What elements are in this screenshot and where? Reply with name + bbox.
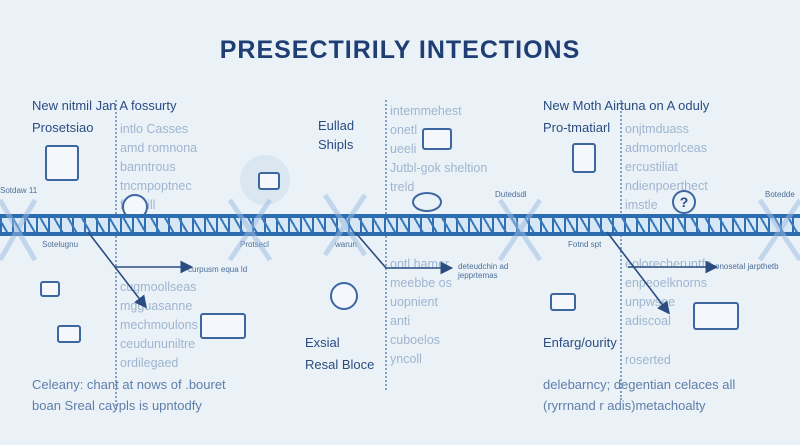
band-label: warun (335, 240, 357, 249)
arrow (354, 231, 454, 275)
edge-label: Dutedsdl (495, 190, 527, 199)
arrow (87, 231, 147, 309)
center-subheading: Shipls (318, 137, 354, 152)
report-icon (572, 143, 596, 173)
question-icon: ? (672, 190, 696, 214)
right-lower-heading: Enfarg/ourity (543, 335, 617, 350)
left-heading: New nitmil Jan A fossurty (32, 98, 177, 113)
band-label: Fotnd spt (568, 240, 602, 249)
left-subheading: Prosetsiao (32, 120, 94, 135)
cycle-icon (412, 192, 442, 212)
right-body-line: delebarncy; degentian celaces all (543, 377, 736, 392)
laptop-icon (422, 128, 452, 150)
right-subheading: Pro-tmatiarl (543, 120, 611, 135)
center-lower-subheading: Resal Bloce (305, 357, 375, 372)
arrow-label: onosetal jarpthetb (715, 262, 779, 271)
timeline-band (0, 214, 800, 236)
divider (115, 100, 117, 410)
left-faded-list: intlo Casses amd romnona banntrous tncmp… (120, 122, 198, 212)
document-icon (40, 281, 60, 297)
book-icon (45, 145, 79, 181)
edge-label: Sotdaw 11 (0, 186, 38, 195)
right-faded-list: onjtmduass admomorlceas ercustiliat ndie… (625, 122, 708, 212)
arrow (606, 231, 670, 315)
page-title: PRESECTIRILY INTECTIONS (219, 36, 581, 64)
right-body-line: (ryrrnand r adis)metachoalty (543, 398, 706, 413)
center-faded-list: intemmehest onetl ueeli Jutbl-gok shelti… (390, 104, 488, 194)
notes-icon (57, 325, 81, 343)
right-heading: New Moth Airtuna on A oduly (543, 98, 710, 113)
band-label: Sotelugnu (42, 240, 79, 249)
message-icon (550, 293, 576, 311)
edge-label: Botedde (765, 190, 795, 199)
divider (385, 100, 387, 390)
card-icon (200, 313, 246, 339)
edge-label: Protsecl (240, 240, 269, 249)
left-body-line: Celeany: chant at nows of .bouret (32, 377, 226, 392)
arrow-label: curpusm equa ld (188, 265, 248, 274)
anchor-icon (330, 282, 358, 310)
left-body-line: boan Sreal caypls is upntodfy (32, 398, 202, 413)
center-heading: Eullad (318, 118, 355, 133)
list-icon (258, 172, 280, 190)
center-lower-heading: Exsial (305, 335, 340, 350)
card-icon (693, 302, 739, 330)
arrow-label: deteudchin ad jepprtemas (458, 262, 509, 280)
